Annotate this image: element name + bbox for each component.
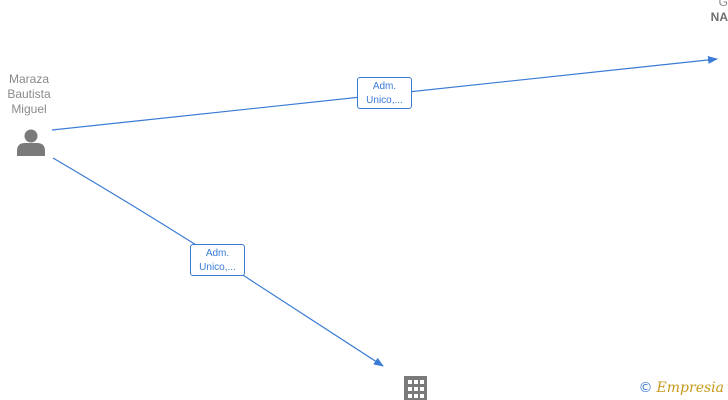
edge-label-bottom-line-1: Adm. — [205, 248, 230, 259]
person-icon[interactable] — [17, 129, 45, 157]
person-name-line-1: Maraza — [8, 72, 49, 86]
copyright-symbol: © — [638, 380, 653, 396]
person-name-line-3: Miguel — [11, 102, 47, 116]
edge-label-top-line-1: Adm. — [372, 81, 397, 92]
edge-label-bottom[interactable]: Adm. Unico,... — [190, 244, 245, 276]
edge-label-bottom-line-2: Unico,... — [199, 262, 236, 273]
edge-label-top[interactable]: Adm. Unico,... — [357, 77, 412, 109]
empresia-watermark: ©Empresia — [639, 380, 724, 396]
person-name[interactable]: Maraza Bautista Miguel — [0, 72, 58, 117]
edge-label-top-line-2: Unico,... — [366, 95, 403, 106]
company-name-line-1: G — [718, 0, 728, 9]
watermark-brand: Empresia — [656, 380, 724, 396]
company-name-top-right[interactable]: G NA — [708, 0, 728, 25]
company-name-line-2: NA — [710, 10, 728, 24]
building-icon[interactable] — [404, 376, 427, 400]
person-name-line-2: Bautista — [7, 87, 51, 101]
